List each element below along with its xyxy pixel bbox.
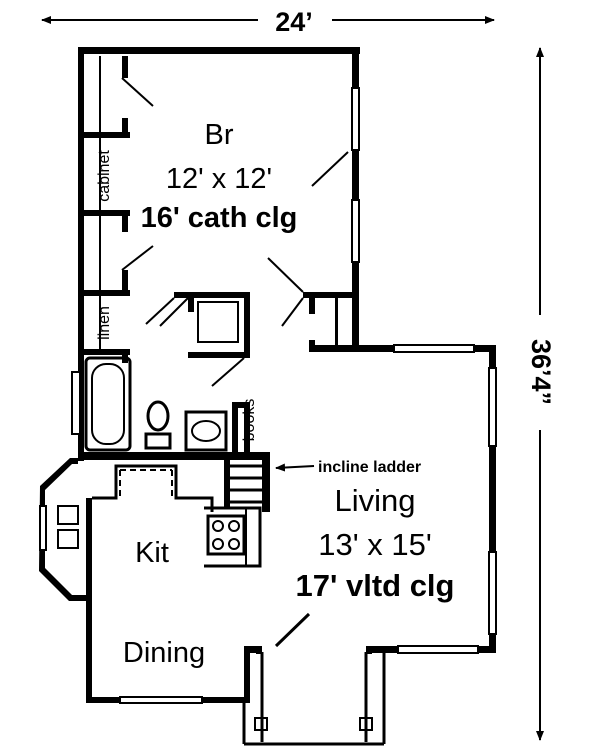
cabinet-label: cabinet — [96, 150, 113, 202]
interior-walls — [78, 56, 386, 746]
bedroom-ceiling: 16' cath clg — [141, 202, 298, 234]
bathtub — [84, 356, 132, 452]
dining-name: Dining — [123, 637, 205, 669]
width-label: 24’ — [275, 7, 313, 37]
depth-dimension: 36’4” — [526, 47, 556, 741]
width-dimension: 24’ — [41, 7, 495, 37]
linen-label: linen — [96, 306, 113, 340]
kitchen-name: Kit — [135, 537, 169, 569]
depth-label: 36’4” — [526, 339, 556, 405]
living-ceiling: 17' vltd clg — [296, 568, 455, 603]
toilet — [144, 400, 172, 450]
incline-ladder-label: incline ladder — [318, 459, 421, 476]
books-label: books — [241, 399, 258, 442]
exterior-walls — [39, 47, 496, 703]
bedroom-size: 12' x 12' — [166, 163, 272, 195]
windows — [39, 87, 497, 704]
sink — [184, 410, 228, 452]
kitchen-appliances — [57, 505, 246, 556]
living-size: 13' x 15' — [318, 527, 432, 562]
living-name: Living — [335, 483, 416, 518]
door-swings — [121, 77, 349, 387]
bedroom-name: Br — [205, 119, 234, 151]
